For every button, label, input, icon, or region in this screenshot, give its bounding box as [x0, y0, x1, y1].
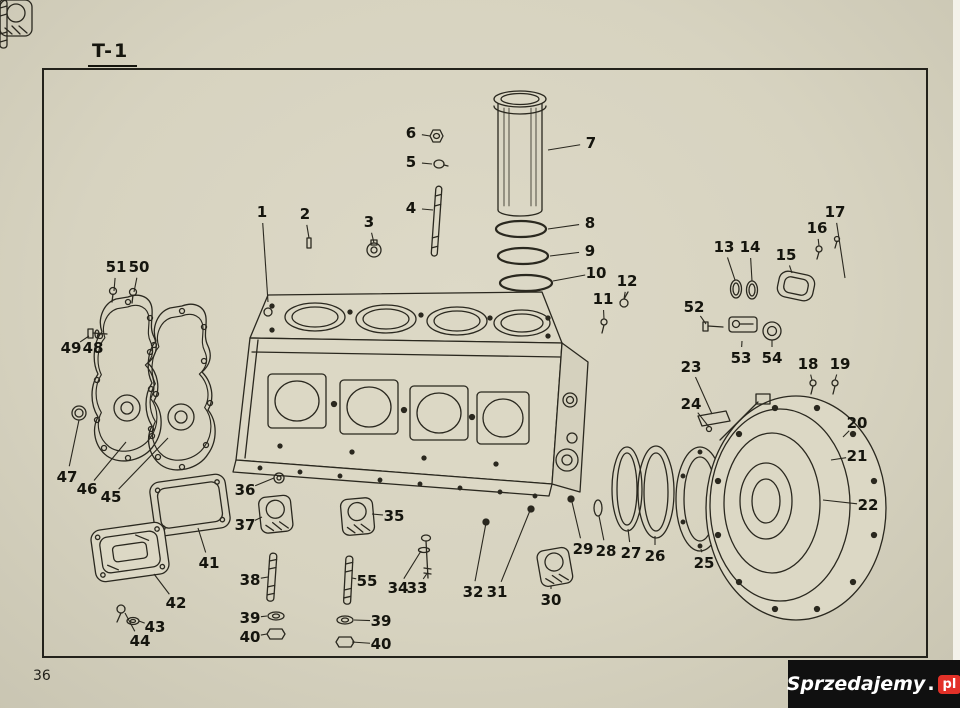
callout-14: 14 [739, 238, 761, 256]
callout-39: 39 [370, 612, 392, 630]
callout-1: 1 [256, 203, 268, 221]
callout-40: 40 [239, 628, 261, 646]
callout-17: 17 [824, 203, 846, 221]
callout-26: 26 [644, 547, 666, 565]
callout-42: 42 [165, 594, 187, 612]
callout-53: 53 [730, 349, 752, 367]
callout-48: 48 [82, 339, 104, 357]
callout-22: 22 [857, 496, 879, 514]
callout-55: 55 [356, 572, 378, 590]
callout-10: 10 [585, 264, 607, 282]
page-number: 36 [33, 668, 51, 684]
callout-2: 2 [299, 205, 311, 223]
callout-39: 39 [239, 609, 261, 627]
callout-30: 30 [540, 591, 562, 609]
callout-13: 13 [713, 238, 735, 256]
callout-37: 37 [234, 516, 256, 534]
callout-23: 23 [680, 358, 702, 376]
callout-45: 45 [100, 488, 122, 506]
callout-15: 15 [775, 246, 797, 264]
callout-27: 27 [620, 544, 642, 562]
callout-20: 20 [846, 414, 868, 432]
callout-54: 54 [761, 349, 783, 367]
scan-edge-strip [953, 0, 960, 662]
watermark-dot: . [927, 673, 935, 695]
callout-29: 29 [572, 540, 594, 558]
callout-16: 16 [806, 219, 828, 237]
callout-28: 28 [595, 542, 617, 560]
callout-51: 51 [105, 258, 127, 276]
callout-38: 38 [239, 571, 261, 589]
callout-7: 7 [585, 134, 597, 152]
callout-4: 4 [405, 199, 417, 217]
callout-33: 33 [406, 579, 428, 597]
callout-12: 12 [616, 272, 638, 290]
callout-47: 47 [56, 468, 78, 486]
callout-25: 25 [693, 554, 715, 572]
callout-8: 8 [584, 214, 596, 232]
callout-34: 34 [387, 579, 409, 597]
watermark-badge: pl [937, 674, 960, 694]
callout-31: 31 [486, 583, 508, 601]
callout-35: 35 [383, 507, 405, 525]
callout-11: 11 [592, 290, 614, 308]
callout-32: 32 [462, 583, 484, 601]
callout-44: 44 [129, 632, 151, 650]
callout-41: 41 [198, 554, 220, 572]
callout-5: 5 [405, 153, 417, 171]
callout-24: 24 [680, 395, 702, 413]
callout-49: 49 [60, 339, 82, 357]
callout-6: 6 [405, 124, 417, 142]
callout-50: 50 [128, 258, 150, 276]
callout-9: 9 [584, 242, 596, 260]
figure-tag: T-1 [88, 40, 138, 67]
callout-36: 36 [234, 481, 256, 499]
callout-43: 43 [144, 618, 166, 636]
callout-52: 52 [683, 298, 705, 316]
callout-21: 21 [846, 447, 868, 465]
callout-18: 18 [797, 355, 819, 373]
callout-40: 40 [370, 635, 392, 653]
callout-3: 3 [363, 213, 375, 231]
callout-19: 19 [829, 355, 851, 373]
watermark-brand: Sprzedajemy [786, 673, 926, 695]
diagram-frame [42, 68, 928, 658]
callout-46: 46 [76, 480, 98, 498]
watermark: Sprzedajemy . pl [786, 660, 960, 708]
